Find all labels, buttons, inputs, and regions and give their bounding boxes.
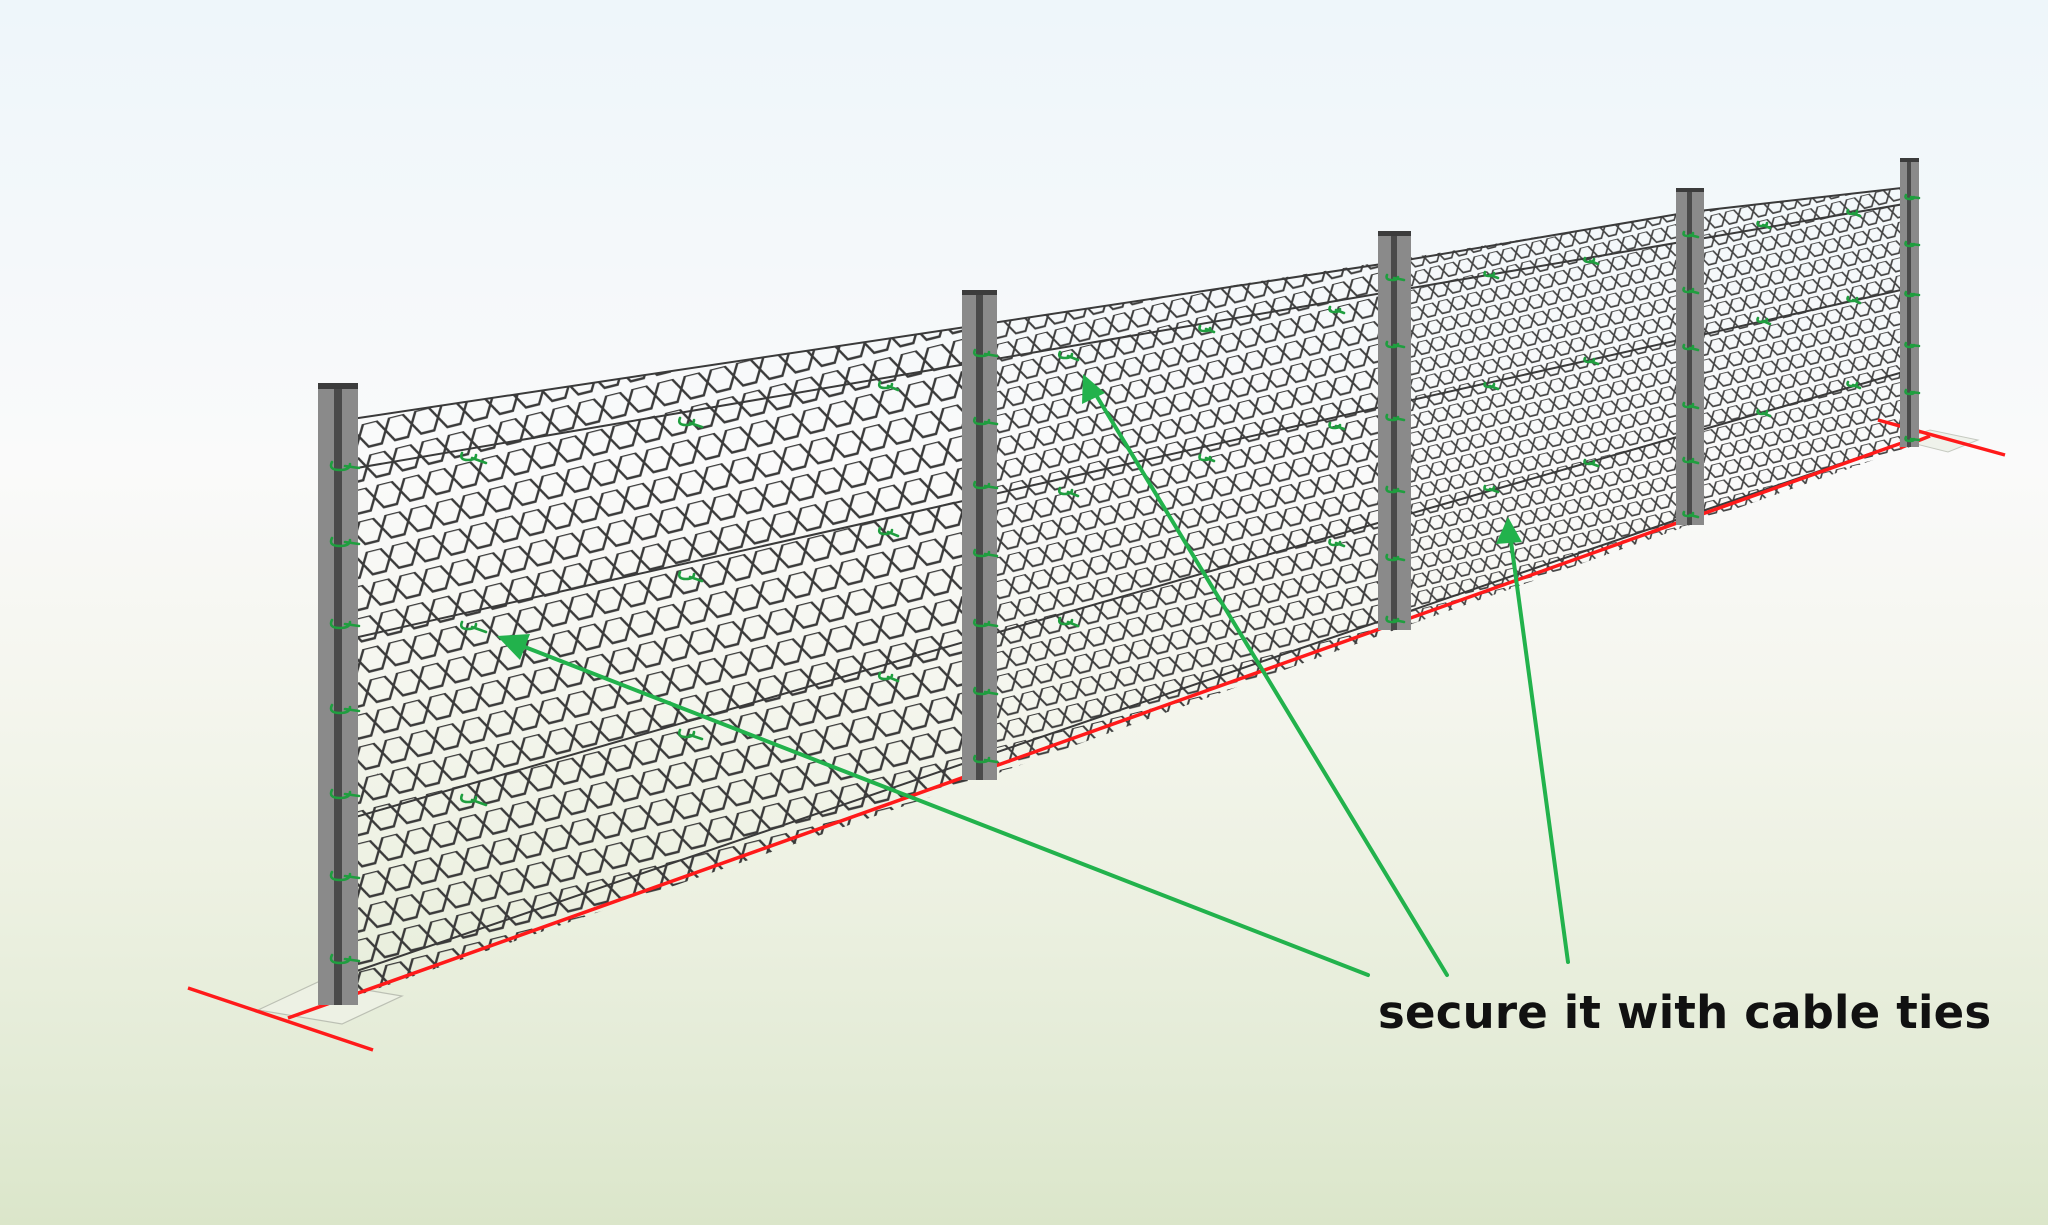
mesh-panels [344, 186, 1911, 1000]
fence-post-4 [1676, 188, 1704, 525]
fence-posts [318, 158, 1919, 1005]
fence-post-3 [1378, 231, 1411, 630]
arrowhead-icon [1496, 517, 1522, 544]
mesh-panel-1 [345, 325, 979, 1000]
fence-post-1 [318, 383, 358, 1005]
instruction-caption: secure it with cable ties [1378, 986, 1992, 1039]
cable-ties [329, 193, 1921, 965]
mesh-panel-2 [979, 260, 1395, 780]
ground-lines [187, 418, 2006, 1052]
fence-post-2 [962, 290, 997, 780]
arrow-to-upper-middle-tie [1082, 374, 1449, 977]
mesh-panel-3 [1395, 212, 1690, 630]
mesh-panel-4 [1690, 187, 1910, 525]
arrowhead-icon [1082, 374, 1105, 404]
pointer-arrows [497, 374, 1570, 977]
fence-post-5 [1900, 158, 1919, 447]
arrow-to-lower-left-tie [497, 634, 1370, 977]
tension-wires [344, 202, 1911, 976]
arrowhead-icon [497, 634, 530, 660]
arrow-to-right-panel-tie [1496, 517, 1570, 964]
